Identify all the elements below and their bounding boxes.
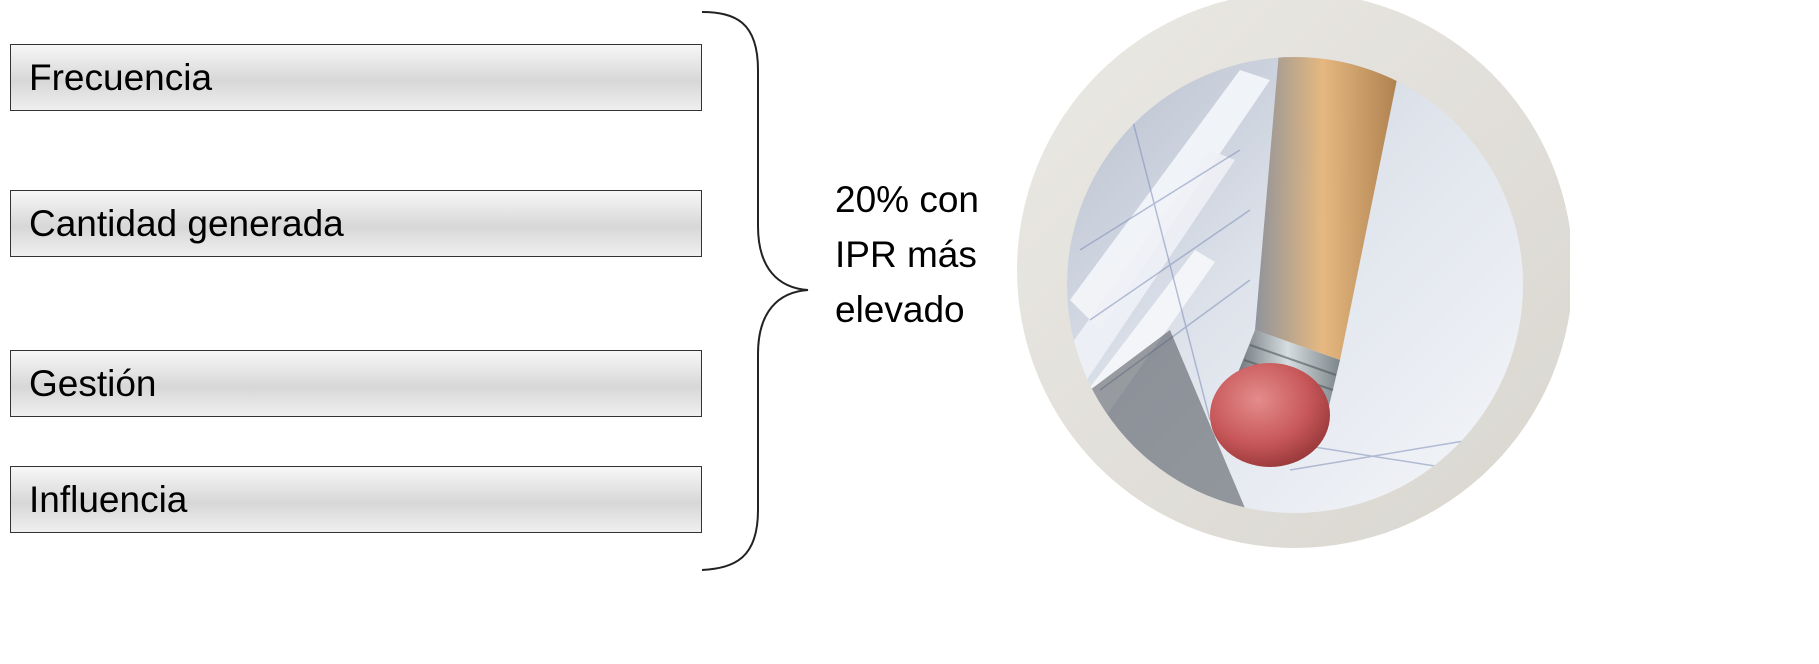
criterion-gestion: Gestión (10, 350, 702, 417)
result-label: 20% con IPR más elevado (835, 172, 979, 337)
criterion-label: Frecuencia (29, 56, 213, 98)
criterion-label: Gestión (29, 362, 157, 404)
result-line-1: 20% con (835, 179, 979, 220)
eraser-shape (1210, 363, 1330, 467)
criterion-influencia: Influencia (10, 466, 702, 533)
criterion-frecuencia: Frecuencia (10, 44, 702, 111)
right-curly-brace (701, 11, 809, 571)
result-line-2: IPR más (835, 234, 977, 275)
criterion-cantidad-generada: Cantidad generada (10, 190, 702, 257)
criterion-label: Cantidad generada (29, 202, 344, 244)
pencil-eraser-photo (1017, 0, 1570, 548)
criterion-label: Influencia (29, 478, 188, 520)
result-line-3: elevado (835, 289, 965, 330)
